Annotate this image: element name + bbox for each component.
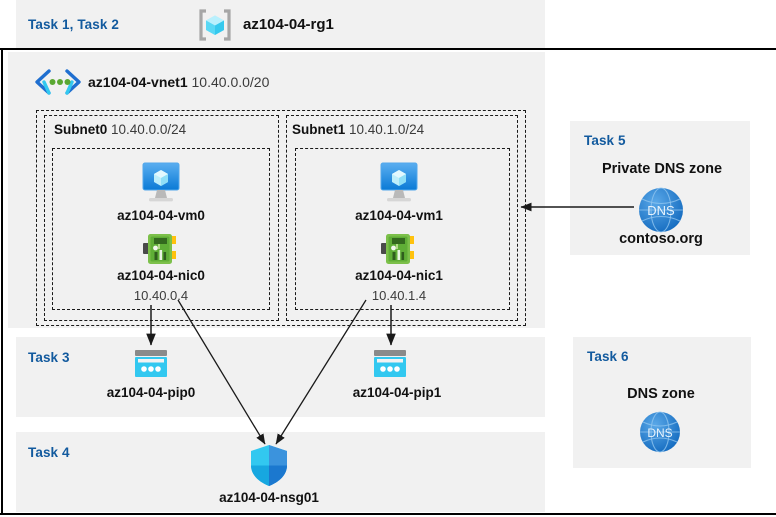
nic1-name: az104-04-nic1	[355, 268, 443, 283]
vnet-address-space: 10.40.0.0/20	[191, 74, 270, 90]
virtual-machine-icon	[137, 160, 185, 204]
virtual-network-icon	[32, 68, 84, 96]
subnet0-name: Subnet0	[54, 122, 108, 137]
nsg-name: az104-04-nsg01	[219, 490, 319, 505]
subnet1-cidr: 10.40.1.0/24	[349, 122, 425, 137]
private-dns-zone-name: contoso.org	[619, 231, 703, 247]
dns-zone-icon: DNS	[636, 408, 684, 456]
figure-bottom-rule	[0, 513, 776, 515]
public-ip-address-icon	[372, 349, 408, 379]
network-security-group-icon	[249, 444, 289, 488]
subnet0-header: Subnet0 10.40.0.0/24	[54, 122, 186, 137]
subnet1-name: Subnet1	[292, 122, 346, 137]
dns-icon-text: DNS	[647, 203, 675, 218]
vnet-header: az104-04-vnet1 10.40.0.0/20	[88, 74, 269, 90]
nic1-private-ip: 10.40.1.4	[371, 288, 427, 303]
private-dns-zone-heading: Private DNS zone	[601, 161, 723, 177]
network-interface-icon	[143, 232, 179, 266]
task6-label: Task 6	[587, 349, 629, 364]
vm1-name: az104-04-vm1	[355, 208, 443, 223]
subnet1-boundary	[286, 115, 518, 321]
resource-group-icon	[196, 6, 234, 44]
dns-zone-icon: DNS	[635, 184, 687, 236]
vnet-name: az104-04-vnet1	[88, 74, 188, 90]
resource-group-name: az104-04-rg1	[243, 16, 334, 33]
subnet1-vm-boundary	[295, 148, 510, 310]
task3-label: Task 3	[28, 350, 70, 365]
dns-zone-heading: DNS zone	[627, 386, 695, 402]
figure-top-rule	[0, 48, 776, 50]
public-ip-address-icon	[133, 349, 169, 379]
network-interface-icon	[381, 232, 417, 266]
nic0-private-ip: 10.40.0.4	[133, 288, 189, 303]
pip0-name: az104-04-pip0	[106, 385, 196, 400]
task3-panel	[16, 337, 545, 417]
subnet0-boundary	[44, 115, 279, 321]
pip1-name: az104-04-pip1	[352, 385, 442, 400]
virtual-machine-icon	[375, 160, 423, 204]
task4-label: Task 4	[28, 445, 70, 460]
subnet0-vm-boundary	[52, 148, 270, 310]
subnet1-header: Subnet1 10.40.1.0/24	[292, 122, 424, 137]
resource-group-panel	[16, 0, 545, 48]
dns-icon-text: DNS	[647, 426, 672, 440]
subnet0-cidr: 10.40.0.0/24	[111, 122, 187, 137]
nic0-name: az104-04-nic0	[117, 268, 205, 283]
vnet-panel	[8, 52, 545, 328]
task1-task2-label: Task 1, Task 2	[28, 17, 119, 32]
vm0-name: az104-04-vm0	[117, 208, 205, 223]
figure-left-rule	[1, 48, 3, 513]
task5-label: Task 5	[584, 133, 626, 148]
